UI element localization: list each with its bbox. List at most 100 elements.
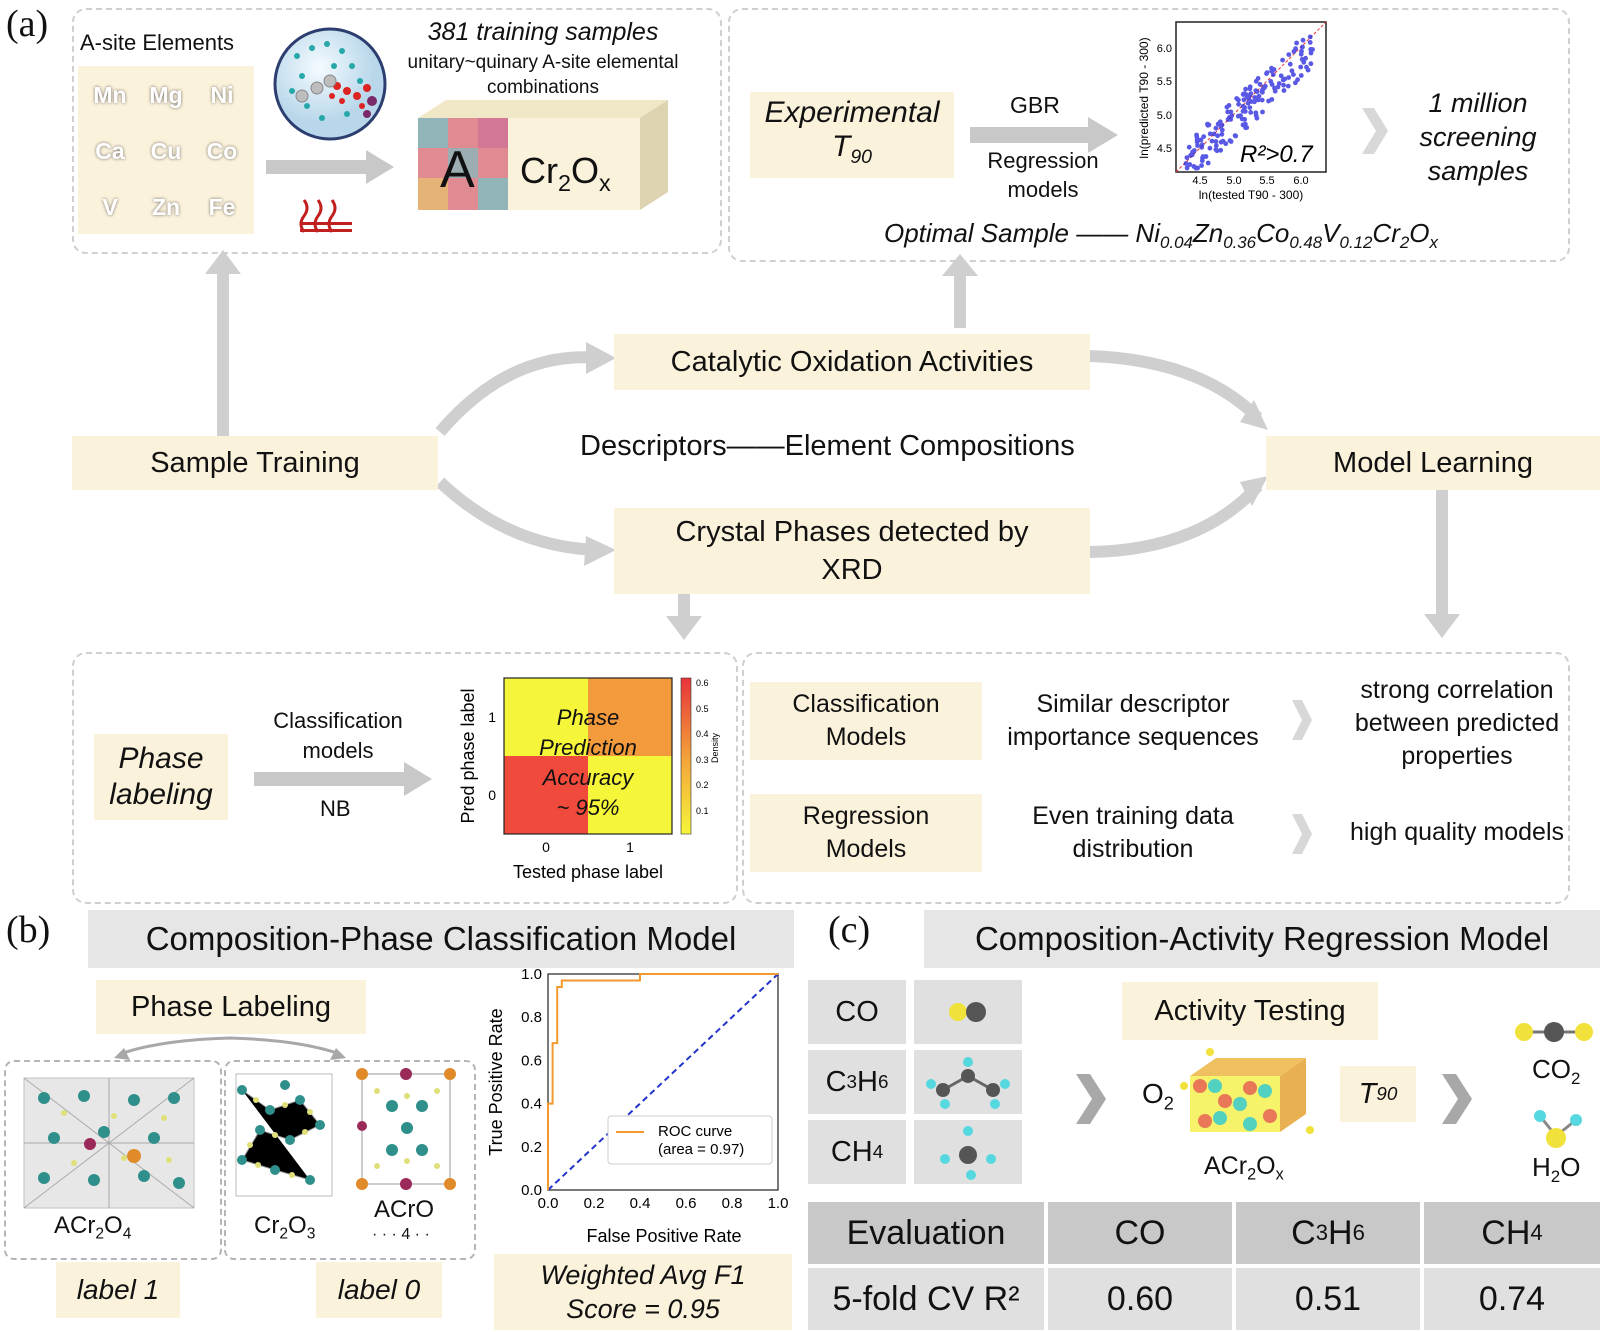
acr2o4-structure-frame: [4, 1060, 222, 1260]
regression-box: [728, 8, 1570, 262]
colorbar-tick: 0.4: [696, 729, 709, 739]
scatter-point: [1257, 81, 1263, 87]
training-title: 381 training samples: [427, 18, 659, 46]
scatter-point: [1252, 95, 1258, 100]
colorbar-tick: 0.2: [696, 780, 709, 790]
scatter-point: [1225, 109, 1231, 115]
optimal-sample: Optimal Sample —— Ni0.04Zn0.36Co0.48V0.1…: [884, 218, 1438, 252]
o2-label: O2: [1142, 1078, 1174, 1114]
scatter-point: [1248, 110, 1254, 115]
scatter-point: [1255, 97, 1261, 103]
bracket-arrows: [114, 1036, 346, 1060]
phase-heatmap: Pred phase label Tested phase label 0 1 …: [458, 677, 720, 882]
scatter-point: [1304, 64, 1309, 70]
catalyst-particle-icon: [1180, 1048, 1314, 1134]
roc-ytick: 0.8: [521, 1009, 542, 1026]
scatter-point: [1286, 52, 1292, 57]
descriptors-label: Descriptors——Element Compositions: [580, 430, 1075, 462]
scatter-point: [1234, 96, 1240, 101]
scatter-point: [1252, 99, 1257, 105]
scatter-point: [1271, 67, 1277, 72]
scatter-point: [1191, 164, 1197, 169]
scatter-point: [1280, 77, 1286, 83]
scatter-plot: ln(predicted T90 - 300) ln(tested T90 - …: [1137, 21, 1327, 202]
scatter-r2: R²>0.7: [1240, 141, 1314, 168]
scatter-point: [1242, 109, 1248, 114]
scatter-ytick: 4.5: [1157, 143, 1172, 155]
cr2o3-structure-icon: [235, 1073, 333, 1197]
panel-label-b: (b): [6, 909, 51, 951]
scatter-point: [1190, 149, 1195, 155]
scatter-point: [1198, 137, 1204, 143]
a-site-title: A-site Elements: [80, 30, 235, 55]
scatter-xtick: 5.5: [1259, 175, 1274, 187]
scatter-point: [1281, 82, 1286, 88]
gas-co: CO: [808, 980, 906, 1044]
scatter-point: [1285, 83, 1291, 89]
activity-testing-box: Activity Testing: [1122, 982, 1378, 1040]
heat-xtick: 1: [626, 839, 634, 855]
roc-diagonal-line: [547, 973, 779, 1191]
scatter-point: [1300, 37, 1306, 43]
element-cu: Cu: [150, 137, 182, 164]
chevron-right-icon: [1362, 108, 1388, 154]
c3h6-molecule-icon: [914, 1050, 1022, 1114]
table-row-label: 5-fold CV R²: [808, 1268, 1044, 1330]
scatter-point: [1242, 122, 1247, 127]
scatter-point: [1187, 162, 1193, 167]
scatter-xtick: 4.5: [1192, 175, 1207, 187]
heat-ylabel: Pred phase label: [458, 688, 478, 823]
roc-legend: [607, 1115, 773, 1165]
scatter-point: [1291, 72, 1296, 77]
ch4-molecule-icon: [914, 1120, 1022, 1184]
scatter-point: [1200, 154, 1206, 159]
heat-xlabel: Tested phase label: [513, 862, 663, 882]
scatter-point: [1266, 98, 1271, 104]
scatter-point: [1205, 160, 1211, 166]
scatter-point: [1184, 165, 1190, 171]
co2-label: CO2: [1532, 1054, 1581, 1088]
scatter-point: [1268, 79, 1274, 84]
element-ni: Ni: [210, 81, 234, 108]
mixing-sphere-icon: [273, 27, 387, 141]
roc-xtick: 0.4: [630, 1195, 651, 1212]
scatter-ytick: 6.0: [1157, 43, 1172, 55]
colorbar-tick: 0.6: [696, 678, 709, 688]
scatter-point: [1307, 34, 1313, 40]
synthesis-box: [72, 8, 722, 254]
scatter-point: [1253, 78, 1259, 84]
scatter-point: [1184, 155, 1190, 161]
scatter-point: [1260, 89, 1265, 95]
scatter-point: [1303, 55, 1308, 61]
scatter-point: [1272, 88, 1278, 94]
scatter-point: [1213, 139, 1219, 144]
roc-xtick: 0.6: [676, 1195, 697, 1212]
scatter-point: [1259, 97, 1265, 103]
heating-arrow: [266, 150, 394, 233]
heat-ytick: 1: [488, 709, 496, 725]
scatter-point: [1286, 75, 1292, 80]
scatter-ytick: 5.5: [1157, 76, 1172, 88]
scatter-point: [1308, 61, 1314, 67]
scatter-point: [1243, 86, 1248, 92]
scatter-point: [1195, 143, 1200, 148]
label-0-tag: label 0: [316, 1262, 442, 1318]
roc-xtick: 0.0: [538, 1195, 559, 1212]
roc-xtick: 1.0: [768, 1195, 789, 1212]
roc-ytick: 1.0: [521, 966, 542, 983]
gbr-arrow: [970, 117, 1118, 153]
scatter-point: [1201, 134, 1207, 139]
scatter-point: [1308, 50, 1314, 56]
scatter-point: [1215, 121, 1221, 127]
heat-xtick: 0: [542, 839, 550, 855]
scatter-ytick: 5.0: [1157, 110, 1172, 122]
models-box: [742, 652, 1570, 904]
